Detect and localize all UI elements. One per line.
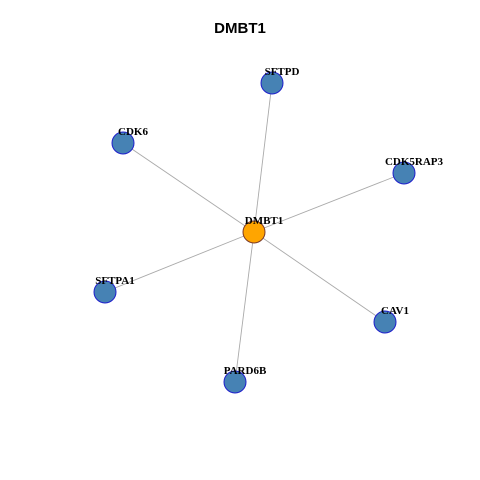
node-label-cdk6: CDK6: [118, 126, 148, 138]
plot-title: DMBT1: [214, 20, 266, 37]
edge-dmbt1-sftpd: [253, 82, 273, 233]
node-cdk5rap3: [392, 161, 416, 185]
node-label-cav1: CAV1: [381, 305, 409, 317]
node-pard6b: [223, 370, 247, 394]
edge-dmbt1-cdk6: [122, 142, 255, 233]
node-label-dmbt1: DMBT1: [245, 215, 284, 227]
node-dmbt1: [242, 220, 266, 244]
node-sftpa1: [93, 280, 117, 304]
node-label-sftpa1: SFTPA1: [95, 275, 135, 287]
edge-dmbt1-cav1: [253, 231, 386, 323]
node-cdk6: [111, 131, 135, 155]
node-sftpd: [260, 71, 284, 95]
node-label-pard6b: PARD6B: [224, 365, 267, 377]
node-cav1: [373, 310, 397, 334]
node-label-sftpd: SFTPD: [265, 66, 300, 78]
edge-dmbt1-pard6b: [234, 231, 255, 383]
edge-dmbt1-sftpa1: [104, 231, 255, 293]
node-label-cdk5rap3: CDK5RAP3: [385, 156, 444, 168]
edge-dmbt1-cdk5rap3: [253, 172, 405, 233]
